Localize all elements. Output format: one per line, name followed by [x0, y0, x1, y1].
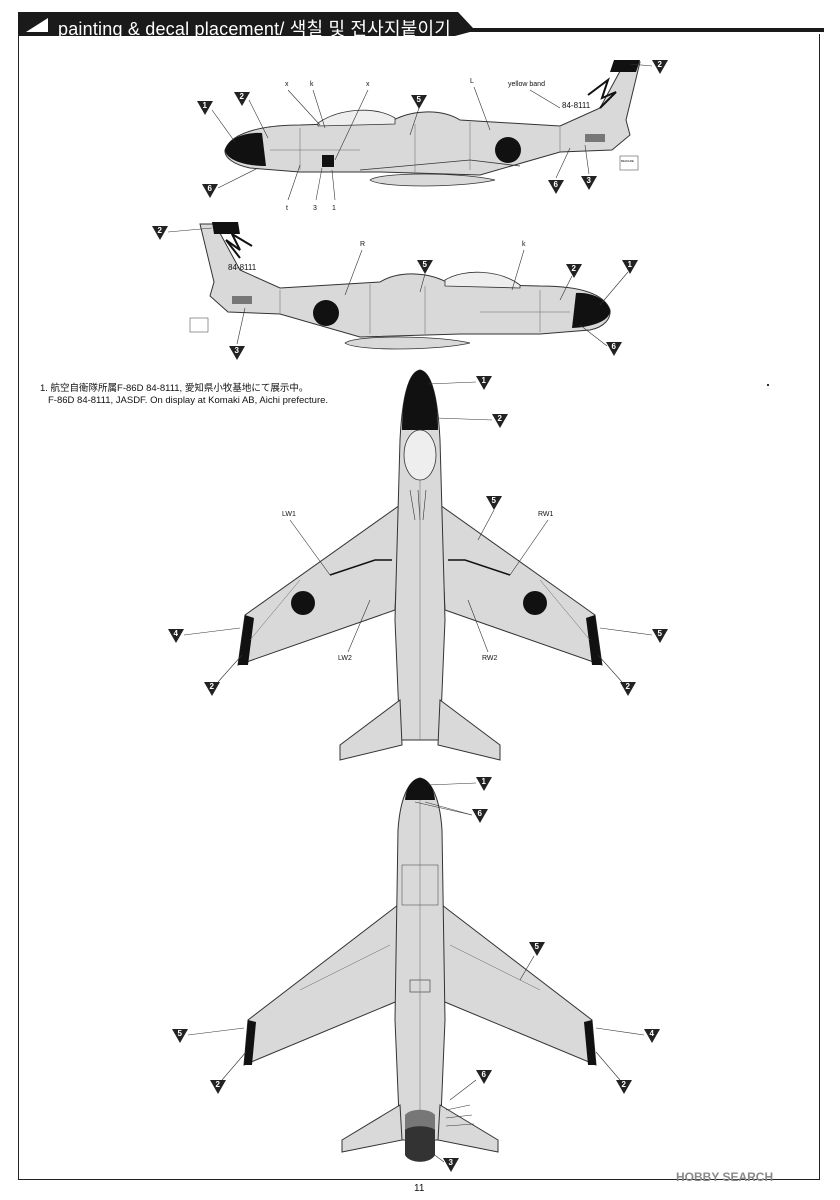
- label-x2: x: [366, 81, 370, 88]
- label-k1: k: [310, 81, 314, 88]
- top-view: [237, 369, 603, 761]
- svg-text:6: 6: [208, 184, 213, 193]
- svg-text:6: 6: [482, 1070, 487, 1079]
- svg-text:6: 6: [478, 809, 483, 818]
- callouts-side-top: 1 2 6 5 2 6 3: [197, 60, 668, 198]
- svg-text:2: 2: [626, 682, 631, 691]
- svg-text:2: 2: [240, 92, 245, 101]
- callouts-side-bottom: 2 5 2 1 3 6: [152, 226, 638, 360]
- header-bar: [18, 12, 824, 36]
- svg-text:1: 1: [482, 777, 487, 786]
- caption-japanese: 1. 航空自衛隊所属F-86D 84-8111, 愛知県小牧基地にて展示中。: [40, 383, 309, 394]
- svg-text:5: 5: [658, 629, 663, 638]
- page-title: painting & decal placement/ 색칠 및 전사지붙이기: [58, 19, 451, 39]
- svg-text:1: 1: [203, 101, 208, 110]
- svg-text:1: 1: [628, 260, 633, 269]
- svg-text:4: 4: [650, 1029, 655, 1038]
- svg-text:2: 2: [498, 414, 503, 423]
- svg-text:6: 6: [554, 180, 559, 189]
- page-header: [18, 10, 824, 42]
- label-lw1: LW1: [282, 511, 296, 518]
- svg-text:2: 2: [658, 60, 663, 69]
- svg-text:2: 2: [210, 682, 215, 691]
- svg-text:5: 5: [417, 95, 422, 104]
- label-rw1: RW1: [538, 511, 554, 518]
- label-rw2: RW2: [482, 655, 498, 662]
- svg-text:5: 5: [423, 260, 428, 269]
- label-tail-number-left: 84-8111: [228, 263, 257, 272]
- watermark: HOBBY SEARCH: [676, 1170, 774, 1184]
- header-triangle-icon: [26, 18, 48, 32]
- page-number: 11: [414, 1183, 425, 1194]
- label-n1: 1: [332, 205, 336, 212]
- svg-text:5: 5: [492, 496, 497, 505]
- callouts-top-view: 1 2 5 4 5 2 2: [168, 376, 668, 696]
- page-frame: [18, 34, 820, 1180]
- callouts-bottom-view: 1 6 5 5 4 2 2 6 3: [172, 777, 660, 1172]
- label-n3: 3: [313, 205, 317, 212]
- label-x1: x: [285, 81, 289, 88]
- stencil-text: BEWARE: [621, 159, 634, 163]
- svg-text:3: 3: [449, 1158, 454, 1167]
- svg-text:6: 6: [612, 342, 617, 351]
- svg-text:1: 1: [482, 376, 487, 385]
- label-r1: R: [360, 241, 365, 248]
- svg-text:5: 5: [178, 1029, 183, 1038]
- label-tail-number: 84-8111: [562, 101, 591, 110]
- svg-text:4: 4: [174, 629, 179, 638]
- label-yellow-band: yellow band: [508, 81, 545, 88]
- label-k2: k: [522, 241, 526, 248]
- page-dot: [767, 384, 769, 386]
- svg-text:2: 2: [622, 1080, 627, 1089]
- svg-text:5: 5: [535, 942, 540, 951]
- caption-english: F-86D 84-8111, JASDF. On display at Koma…: [48, 395, 329, 406]
- svg-text:3: 3: [235, 346, 240, 355]
- aircraft-caption: 1. 航空自衛隊所属F-86D 84-8111, 愛知県小牧基地にて展示中。 F…: [40, 383, 328, 407]
- svg-text:2: 2: [572, 264, 577, 273]
- svg-text:3: 3: [587, 176, 592, 185]
- svg-text:2: 2: [216, 1080, 221, 1089]
- side-view-left: [189, 222, 611, 350]
- label-l1: L: [470, 78, 474, 85]
- svg-text:2: 2: [158, 226, 163, 235]
- side-view-right: BEWARE: [224, 60, 641, 187]
- label-t1: t: [286, 205, 288, 212]
- bottom-view: [243, 777, 597, 1162]
- label-lw2: LW2: [338, 655, 352, 662]
